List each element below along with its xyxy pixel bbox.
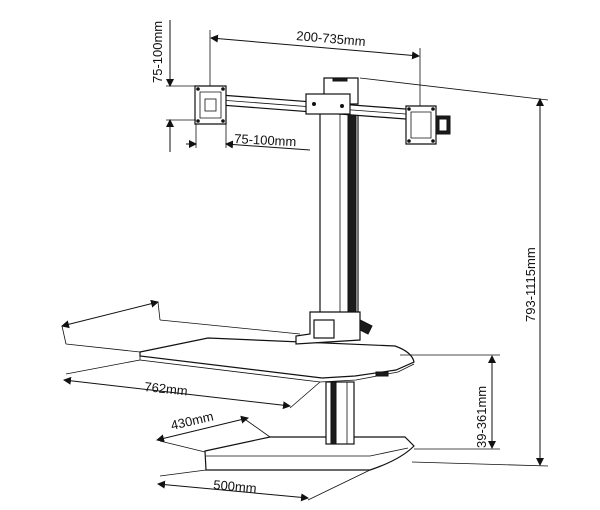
dim-base-width: 500mm [157, 469, 371, 502]
label-base-depth: 430mm [169, 409, 215, 433]
label-desk-depth: 762mm [144, 379, 189, 398]
dim-vesa-vertical: 75-100mm [150, 20, 196, 152]
label-vesa-vertical: 75-100mm [150, 21, 165, 83]
dim-height-adjust: 39-361mm [400, 354, 500, 450]
dim-arm-width: 200-735mm [209, 28, 421, 106]
vesa-plate-left [194, 85, 227, 125]
crossbar [219, 93, 433, 122]
mast [295, 77, 373, 345]
lower-column [325, 381, 355, 445]
label-height-adjust: 39-361mm [474, 386, 489, 448]
base-plate [204, 436, 415, 471]
label-vesa-horizontal: 75-100mm [234, 131, 297, 149]
label-overall-height: 793-1115mm [523, 247, 538, 322]
label-base-width: 500mm [213, 477, 258, 496]
vesa-plate-right [405, 105, 451, 145]
work-surface [139, 337, 415, 383]
dim-overall-height: 793-1115mm [359, 77, 549, 467]
dim-vesa-horizontal: 75-100mm [186, 124, 311, 151]
dim-desk-depth: 762mm [61, 299, 321, 410]
label-arm-width: 200-735mm [296, 28, 366, 49]
